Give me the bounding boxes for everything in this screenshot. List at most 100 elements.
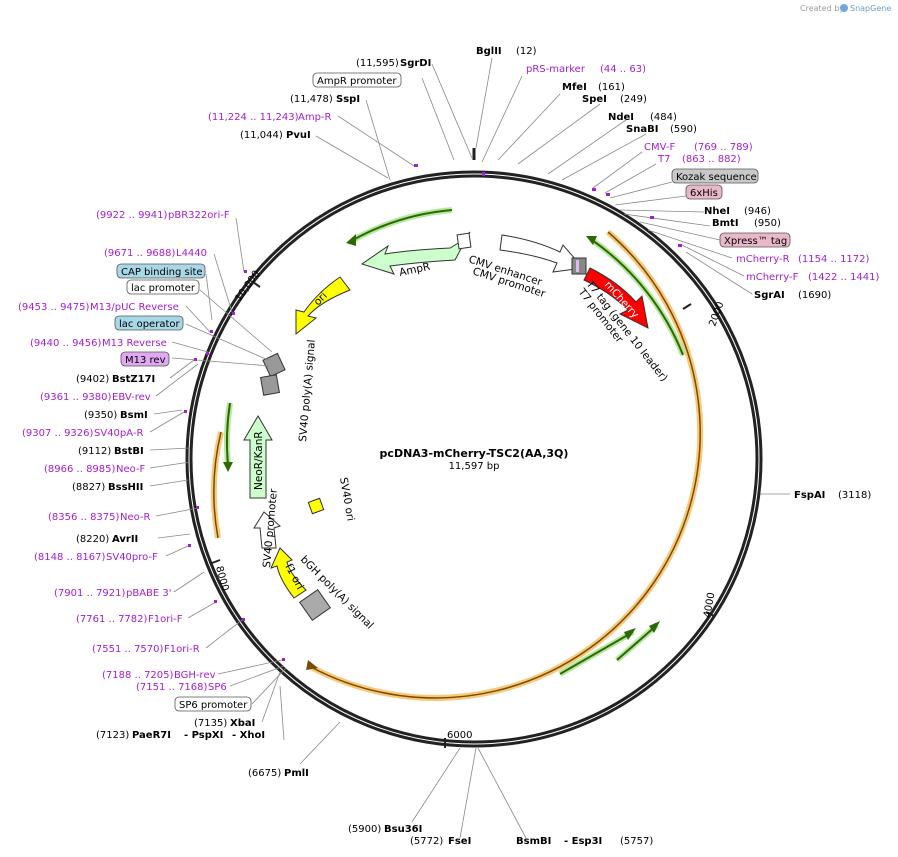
primer-cmv-f[interactable]: CMV-F [644,142,675,153]
enzyme-bsu36i[interactable]: Bsu36I [384,824,422,835]
sp6-promoter-box[interactable] [174,696,252,712]
kozak-box[interactable] [671,168,759,184]
enzyme-sgrai-pos: (1690) [798,290,831,301]
enzyme-sspi[interactable]: SspI [336,94,360,105]
primer-m13-reverse[interactable]: M13 Reverse [102,338,167,349]
enzyme-paer7i[interactable]: PaeR7I [132,730,171,741]
primer-neo-f-pos: (8966 .. 8985) [44,464,116,475]
enzyme-avrii-pos: (8220) [76,534,109,545]
enzyme-bmti[interactable]: BmtI [712,218,739,229]
enzyme-xbai[interactable]: XbaI [230,718,255,729]
primer-f1ori-r[interactable]: F1ori-R [164,644,200,655]
lac-promoter-box[interactable] [126,279,200,295]
lac-operator-box[interactable] [114,315,184,331]
enzyme-nhei-pos: (946) [744,206,771,217]
ampr-promoter-label: AmpR promoter [317,76,397,87]
xpress-label: Xpress™ tag [724,236,787,247]
enzyme-xhoi[interactable]: - XhoI [232,730,265,741]
sv40-ori-feature[interactable] [307,497,325,515]
enzyme-pmli[interactable]: PmlI [284,768,309,779]
sv40-promoter-feature[interactable] [253,511,281,549]
bgh-polya-feature[interactable] [298,588,332,622]
primer-neo-f[interactable]: Neo-F [116,464,146,475]
enzyme-mfei[interactable]: MfeI [562,82,587,93]
primer-pbr322[interactable]: pBR322ori-F [168,210,230,221]
primer-sp6-pos: (7151 .. 7168) [136,682,208,693]
primer-m13-puc[interactable]: M13/pUC Reverse [90,302,179,313]
enzyme-snabi[interactable]: SnaBI [626,124,658,135]
enzyme-pvui[interactable]: PvuI [286,130,311,141]
primer-mcherry-f-pos: (1422 .. 1441) [808,272,880,283]
tick-4000: 4000 [702,592,717,619]
enzyme-bsshii[interactable]: BssHII [108,482,143,493]
plasmid-name: pcDNA3-mCherry-TSC2(AA,3Q) [380,447,569,460]
enzyme-sgrdi[interactable]: SgrDI [400,58,431,69]
tick-marks: 2000 4000 6000 8000 10,000 [211,269,727,748]
enzyme-avrii[interactable]: AvrII [112,534,138,545]
primer-bgh-rev[interactable]: BGH-rev [174,670,216,681]
cmv-feature[interactable] [499,234,584,273]
kozak-label: Kozak sequence [676,172,757,183]
backbone-outer [185,170,763,748]
primer-sv40pro-f[interactable]: SV40pro-F [106,552,158,563]
xpress-box[interactable] [719,232,791,248]
enzyme-bglii[interactable]: BglII [476,46,502,57]
m13-rev-box[interactable] [120,351,170,367]
primer-neo-r[interactable]: Neo-R [120,512,151,523]
enzyme-fspai[interactable]: FspAI [794,490,825,501]
f1-ori-feature[interactable] [270,547,307,599]
primer-f1ori-f[interactable]: F1ori-F [148,614,183,625]
primer-markers [184,164,682,661]
leader-lines [149,57,762,839]
credit-brand: SnapGene [850,4,891,13]
enzyme-mfei-pos: (161) [598,82,625,93]
mcherry-feature[interactable] [571,257,649,329]
primer-ebv-rev[interactable]: EBV-rev [112,392,151,403]
ori-feature[interactable] [295,276,351,336]
ampr-feature[interactable] [360,231,472,275]
enzyme-sspi-pos: (11,478) [290,94,333,105]
primer-mcherry-r-pos: (1154 .. 1172) [798,254,870,265]
enzyme-bstz17i[interactable]: BstZ17I [112,374,155,385]
enzyme-bstbi[interactable]: BstBI [114,446,144,457]
neor-feature[interactable] [243,415,273,499]
enzyme-sgrai[interactable]: SgrAI [754,290,785,301]
enzyme-nhei[interactable]: NheI [704,206,730,217]
enzyme-fsei[interactable]: FseI [448,836,471,847]
primer-t7[interactable]: T7 [657,154,670,165]
enzyme-bsmi-pos: (9350) [84,410,117,421]
primer-sp6[interactable]: SP6 [208,682,227,693]
primer-prs-marker[interactable]: pRS-marker [526,64,586,75]
sv40-polya-feature[interactable] [259,352,286,396]
primer-pbabe-pos: (7901 .. 7921) [54,588,126,599]
primer-pbabe[interactable]: pBABE 3' [126,588,172,599]
enzyme-spei[interactable]: SpeI [582,94,607,105]
his-box[interactable] [685,184,723,200]
enzyme-bmti-pos: (950) [754,218,781,229]
tick-6000: 6000 [447,730,472,741]
primer-mcherry-f[interactable]: mCherry-F [746,272,799,283]
lac-operator-label: lac operator [119,319,180,330]
primer-prs-marker-pos: (44 .. 63) [600,64,646,75]
primer-l4440[interactable]: L4440 [176,248,207,259]
enzyme-bsmbi[interactable]: BsmBI [516,836,551,847]
enzyme-fspai-pos: (3118) [838,490,871,501]
enzyme-bsmi[interactable]: BsmI [120,410,148,421]
enzyme-pspxi[interactable]: - PspXI [184,730,223,741]
tick-8000: 8000 [213,565,230,592]
enzyme-esp3i[interactable]: - Esp3I [564,836,602,847]
enzyme-pmli-pos: (6675) [248,768,281,779]
sv40-polya-label: SV40 poly(A) signal [297,339,318,442]
enzyme-ndei[interactable]: NdeI [608,112,634,123]
primer-m13-reverse-pos: (9440 .. 9456) [30,338,102,349]
enzyme-ndei-pos: (484) [650,112,677,123]
enzyme-esp3i-pos: (5757) [620,836,653,847]
primer-mcherry-r[interactable]: mCherry-R [736,254,790,265]
cap-box[interactable] [116,263,206,279]
enzyme-pvui-pos: (11,044) [240,130,283,141]
enzyme-bstbi-pos: (9112) [78,446,111,457]
ampr-promoter-box[interactable] [312,72,402,88]
sp6-promoter-label: SP6 promoter [179,700,248,711]
primer-amp-r[interactable]: Amp-R [298,112,332,123]
primer-sv40pa-r[interactable]: SV40pA-R [94,428,143,439]
